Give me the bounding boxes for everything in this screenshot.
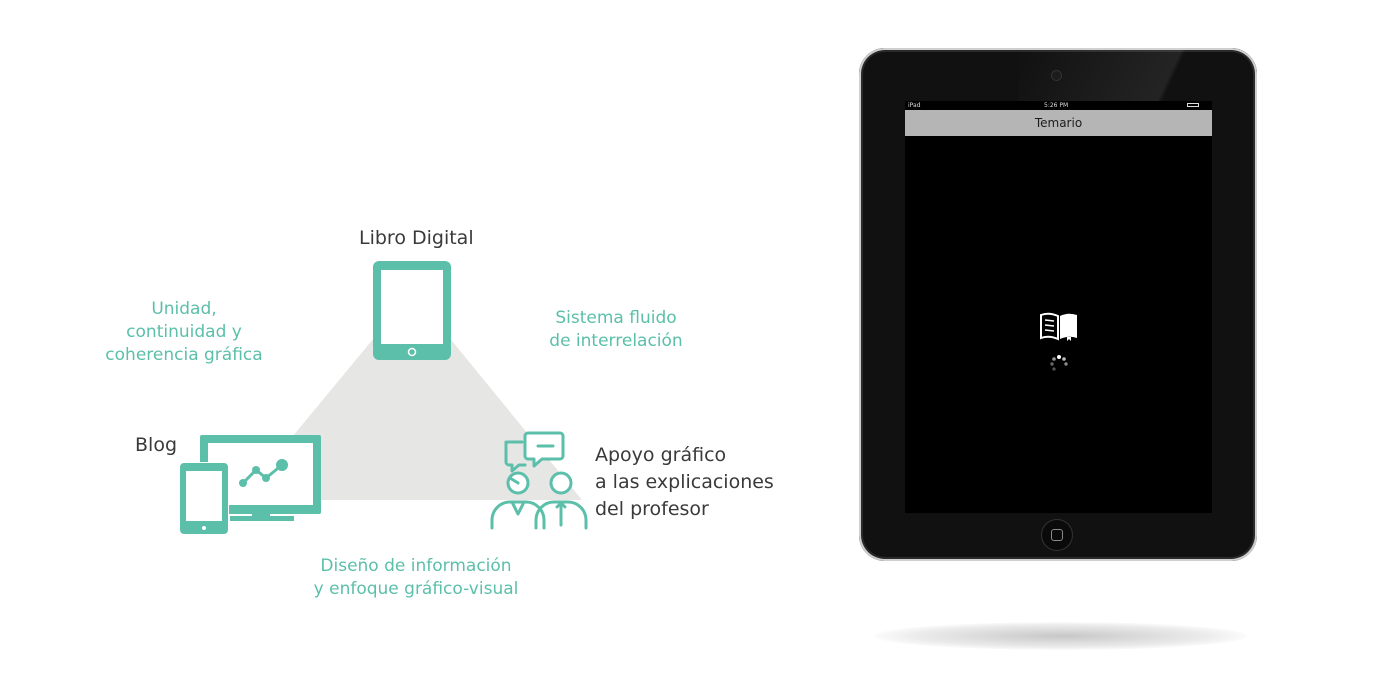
- tablet-icon: [373, 261, 451, 360]
- home-square-icon: [1051, 529, 1063, 541]
- tablet-device: iPad 5:26 PM Temario: [859, 48, 1257, 561]
- screen-title: Temario: [1034, 116, 1083, 130]
- camera-icon: [1052, 71, 1061, 80]
- loading-spinner-icon: [1050, 355, 1068, 371]
- node-label-blog: Blog: [135, 434, 177, 456]
- triangle-shape: [240, 292, 582, 500]
- status-carrier: iPad: [908, 102, 921, 109]
- home-button[interactable]: [1042, 520, 1072, 550]
- status-time: 5:26 PM: [1044, 102, 1069, 109]
- teachers-icon: [490, 431, 588, 530]
- status-bar: iPad 5:26 PM: [905, 101, 1212, 110]
- edge-label-left: Unidad, continuidad y coherencia gráfica: [105, 299, 263, 365]
- tablet-screen: iPad 5:26 PM Temario: [905, 101, 1212, 513]
- devices-icon: [179, 435, 321, 535]
- battery-icon: [1187, 103, 1199, 107]
- edge-label-right: Sistema fluido de interrelación: [549, 308, 683, 351]
- screen-title-bar: Temario: [905, 110, 1212, 136]
- tablet-floor-shadow: [875, 622, 1247, 650]
- node-label-libro-digital: Libro Digital: [359, 227, 474, 249]
- edge-label-bottom: Diseño de información y enfoque gráfico-…: [313, 556, 519, 599]
- node-label-apoyo: Apoyo gráfico a las explicaciones del pr…: [595, 444, 774, 520]
- book-icon: [1040, 312, 1077, 341]
